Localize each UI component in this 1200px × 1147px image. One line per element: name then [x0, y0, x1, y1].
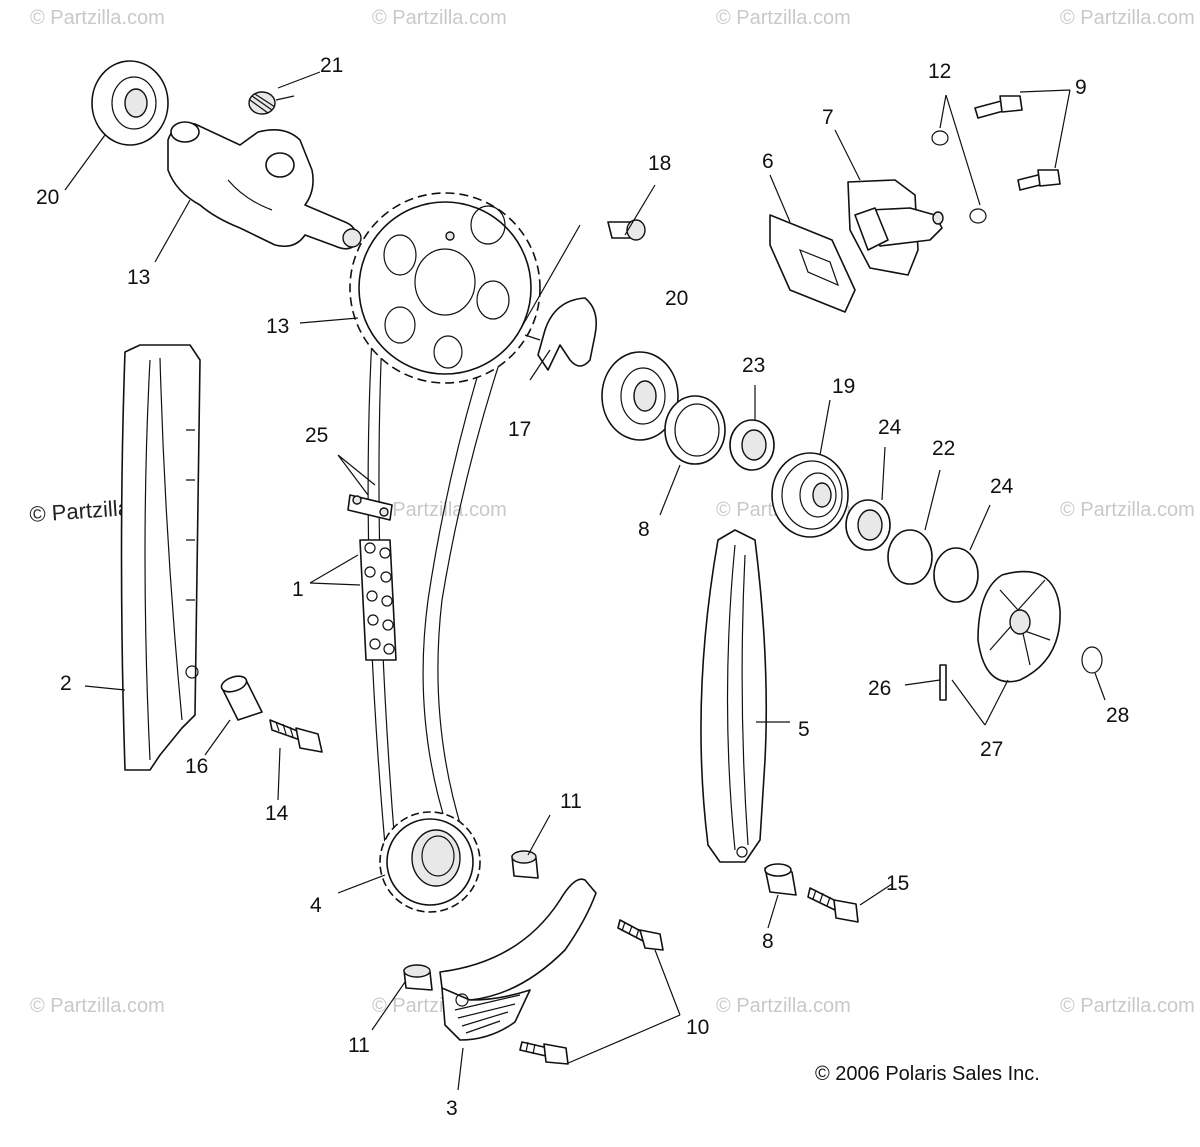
callout-label: 2 [60, 672, 72, 695]
bolt-10-upper [617, 919, 664, 951]
callout-label: 14 [265, 802, 289, 825]
bearing-20-top [91, 60, 169, 146]
callout-label: 1 [292, 578, 304, 601]
watermark: © Partzilla.com [1060, 499, 1195, 521]
callout-labels: 20 21 13 13 2 16 14 25 1 4 3 11 11 10 17… [36, 54, 1129, 1120]
pin-26 [939, 664, 947, 701]
callout-label: 24 [990, 475, 1014, 498]
washer-12-b [969, 208, 987, 224]
crank-sprocket-4 [379, 811, 481, 913]
watermark: © Partzilla.com [1060, 7, 1195, 29]
callout-label: 28 [1106, 704, 1129, 727]
callout-label: 8 [762, 930, 774, 953]
callout-label: 10 [686, 1016, 709, 1039]
washer-12-a [931, 130, 949, 146]
callout-label: 26 [868, 677, 891, 700]
chain-guide-5 [700, 529, 768, 863]
chain-link-25 [347, 494, 393, 521]
sleeve-8 [764, 863, 797, 896]
callout-label: 23 [742, 354, 765, 377]
bolt-17 [607, 219, 646, 241]
gasket-6 [769, 214, 856, 313]
cam-sprocket-15 [349, 192, 541, 384]
callout-label: 12 [928, 60, 951, 83]
callout-label: 20 [36, 186, 59, 209]
callout-label: 6 [762, 150, 774, 173]
tensioner-7 [847, 179, 944, 276]
callout-label: 27 [980, 738, 1003, 761]
callout-label: 18 [648, 152, 671, 175]
callout-label: 9 [1075, 76, 1087, 99]
bolt-9-lower [1017, 169, 1061, 191]
callout-label: 13 [266, 315, 289, 338]
sleeve-18 [220, 675, 263, 721]
callout-label: 20 [665, 287, 688, 310]
bolt-10-lower [519, 1041, 569, 1065]
bearing-24-a [729, 419, 775, 471]
bushing-11-upper [511, 850, 539, 879]
callout-label: 19 [832, 375, 855, 398]
callout-label: 4 [310, 894, 322, 917]
callout-label: 13 [127, 266, 150, 289]
copyright-notice: © 2006 Polaris Sales Inc. [815, 1063, 1040, 1085]
bolt-13-right [807, 887, 859, 923]
pulley-19 [771, 452, 849, 538]
camshaft-14 [167, 121, 362, 250]
watermark: © Partzilla.com [716, 995, 851, 1017]
callout-label: 11 [348, 1034, 370, 1057]
bearing-20-center [601, 351, 679, 441]
callout-label: 3 [446, 1097, 458, 1120]
spring-21 [248, 91, 295, 115]
watermark: © Partzilla.com [372, 499, 507, 521]
callout-label: 8 [638, 518, 650, 541]
watermark: © Partzilla.com [716, 7, 851, 29]
watermark: © Partzilla.com [1060, 995, 1195, 1017]
callout-label: 16 [185, 755, 208, 778]
impeller-27 [977, 570, 1061, 683]
callout-label: 11 [560, 790, 582, 813]
bolt-13-left [269, 719, 323, 753]
watermark-layer: © Partzilla.com © Partzilla.com © Partzi… [29, 7, 1195, 1017]
callout-label: 21 [320, 54, 343, 77]
chain-segment-1 [359, 539, 397, 661]
leader-lines [64, 71, 1106, 1091]
callout-label: 7 [822, 106, 834, 129]
callout-label: 24 [878, 416, 902, 439]
watermark: © Partzilla.com [372, 7, 507, 29]
watermark: © Partzilla.com [30, 7, 165, 29]
callout-label: 17 [508, 418, 531, 441]
pivot-16 [524, 297, 598, 371]
o-ring-23 [933, 547, 979, 603]
callout-label: 5 [798, 718, 810, 741]
bolt-9-upper [974, 95, 1023, 119]
callout-label: 25 [305, 424, 328, 447]
chain-guide-2 [120, 344, 201, 771]
callout-label: 22 [932, 437, 955, 460]
watermark: © Partzilla.com [30, 995, 165, 1017]
bushing-11-lower [403, 964, 433, 991]
lower-guide-3 [439, 878, 597, 1041]
bearing-24-b [845, 499, 891, 551]
callout-label: 15 [886, 872, 909, 895]
clip-28 [1081, 646, 1103, 674]
washer-8 [664, 395, 726, 465]
o-ring-22 [887, 529, 933, 585]
